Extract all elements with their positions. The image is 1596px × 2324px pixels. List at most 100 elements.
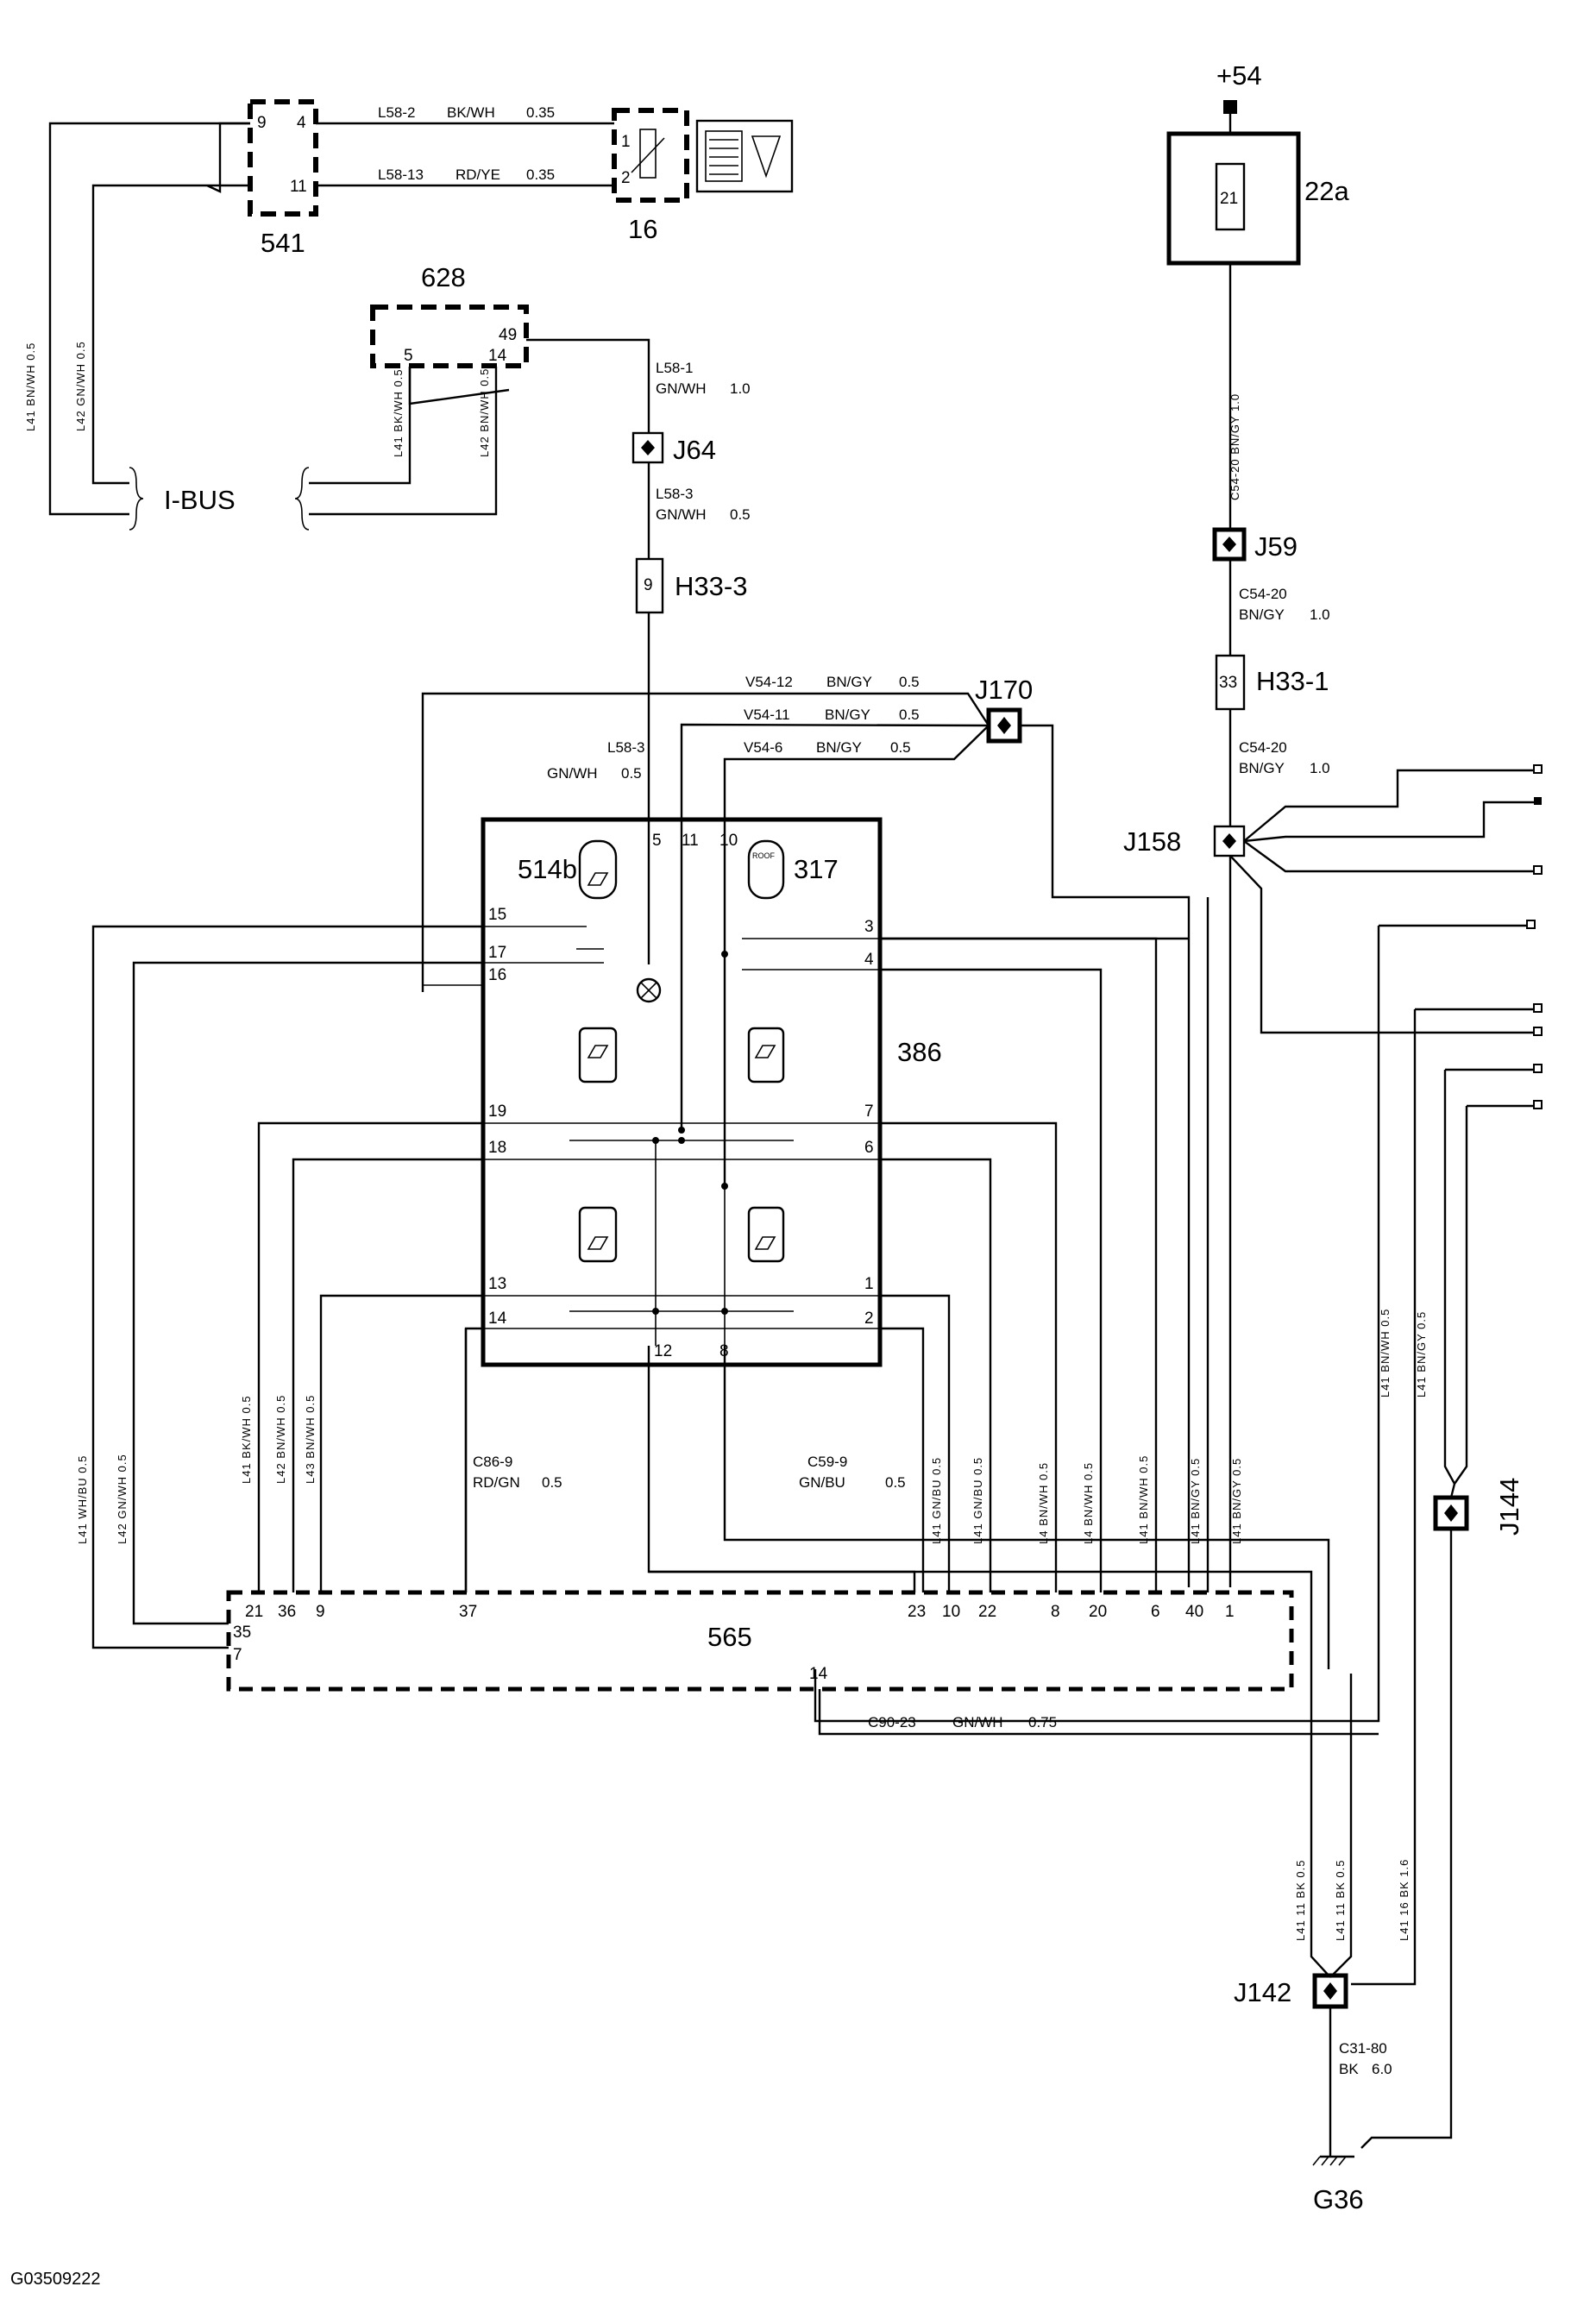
connector-h33-3: 9 H33-3 xyxy=(635,557,747,614)
label-628: 628 xyxy=(421,262,466,292)
switch-317: ROOF 317 xyxy=(747,839,839,900)
junction-j144: J144 xyxy=(1433,1478,1524,1536)
svg-text:35: 35 xyxy=(233,1624,251,1642)
wire-l58-2-color: BK/WH xyxy=(447,104,495,121)
svg-text:L41 GN/BU 0.5: L41 GN/BU 0.5 xyxy=(930,1457,943,1544)
svg-text:J170: J170 xyxy=(975,675,1033,705)
svg-text:514b: 514b xyxy=(518,854,577,884)
figure-id: G03509222 xyxy=(10,2270,101,2289)
svg-text:L41 11 BK 0.5: L41 11 BK 0.5 xyxy=(1334,1860,1347,1941)
svg-text:BK: BK xyxy=(1339,2061,1359,2077)
svg-text:7: 7 xyxy=(233,1646,242,1664)
svg-text:4: 4 xyxy=(297,114,306,132)
svg-text:RD/GN: RD/GN xyxy=(473,1474,520,1491)
junction-j142: J142 xyxy=(1234,1973,1348,2009)
svg-text:1.0: 1.0 xyxy=(1310,606,1330,623)
svg-text:V54-12: V54-12 xyxy=(745,674,793,690)
svg-text:L41 WH/BU 0.5: L41 WH/BU 0.5 xyxy=(76,1455,89,1544)
switch-514b: 514b xyxy=(518,839,618,900)
svg-text:1.0: 1.0 xyxy=(730,380,751,397)
svg-text:J64: J64 xyxy=(673,435,716,465)
svg-text:C90-23: C90-23 xyxy=(868,1714,916,1730)
switch-window-1 xyxy=(578,1027,618,1083)
svg-text:L41 BN/GY 0.5: L41 BN/GY 0.5 xyxy=(1189,1458,1202,1544)
svg-text:GN/WH: GN/WH xyxy=(547,765,598,782)
svg-text:L58-1: L58-1 xyxy=(656,360,693,376)
wire-l58-13-size: 0.35 xyxy=(526,166,555,183)
svg-text:C86-9: C86-9 xyxy=(473,1454,512,1470)
svg-text:C54-20 BN/GY 1.0: C54-20 BN/GY 1.0 xyxy=(1228,393,1241,500)
svg-text:5: 5 xyxy=(404,347,413,365)
svg-text:2: 2 xyxy=(621,169,631,187)
svg-text:11: 11 xyxy=(290,178,307,196)
svg-text:BN/GY: BN/GY xyxy=(825,707,870,723)
svg-text:2: 2 xyxy=(864,1310,874,1328)
switch-window-2 xyxy=(747,1027,785,1083)
wire-l58-13-color: RD/YE xyxy=(456,166,500,183)
svg-text:H33-1: H33-1 xyxy=(1256,666,1329,696)
svg-text:16: 16 xyxy=(488,966,506,984)
svg-text:1.0: 1.0 xyxy=(1310,760,1330,776)
svg-text:12: 12 xyxy=(654,1342,672,1360)
svg-text:0.5: 0.5 xyxy=(890,739,911,756)
svg-text:17: 17 xyxy=(488,944,506,962)
svg-text:0.5: 0.5 xyxy=(899,707,920,723)
svg-text:9: 9 xyxy=(257,114,267,132)
svg-text:5: 5 xyxy=(652,832,662,850)
switch-window-4 xyxy=(747,1206,785,1263)
svg-text:C31-80: C31-80 xyxy=(1339,2040,1387,2057)
svg-text:J158: J158 xyxy=(1123,826,1181,857)
svg-text:0.75: 0.75 xyxy=(1028,1714,1057,1730)
svg-text:L41 BN/WH 0.5: L41 BN/WH 0.5 xyxy=(24,342,37,431)
i-bus-label: I-BUS xyxy=(164,485,236,515)
component-22a: 21 22a xyxy=(1166,131,1349,266)
svg-text:14: 14 xyxy=(488,1310,507,1328)
svg-text:7: 7 xyxy=(864,1102,874,1121)
svg-text:L41 GN/BU 0.5: L41 GN/BU 0.5 xyxy=(971,1457,984,1544)
label-541: 541 xyxy=(261,228,305,258)
svg-text:10: 10 xyxy=(719,832,738,850)
svg-text:L41 BN/WH 0.5: L41 BN/WH 0.5 xyxy=(1379,1309,1392,1398)
svg-text:14: 14 xyxy=(809,1665,828,1683)
svg-text:22a: 22a xyxy=(1304,176,1349,206)
svg-text:40: 40 xyxy=(1185,1603,1203,1621)
svg-text:21: 21 xyxy=(245,1603,263,1621)
svg-text:20: 20 xyxy=(1089,1603,1107,1621)
svg-text:21: 21 xyxy=(1220,190,1238,208)
switch-window-3 xyxy=(578,1206,618,1263)
svg-text:C59-9: C59-9 xyxy=(807,1454,847,1470)
connector-h33-1: 33 H33-1 xyxy=(1215,654,1329,711)
svg-text:GN/WH: GN/WH xyxy=(656,380,707,397)
svg-text:9: 9 xyxy=(644,576,653,594)
svg-text:36: 36 xyxy=(278,1603,296,1621)
svg-text:L41 BN/GY 0.5: L41 BN/GY 0.5 xyxy=(1230,1458,1243,1544)
svg-text:10: 10 xyxy=(942,1603,960,1621)
svg-text:L41 11 BK 0.5: L41 11 BK 0.5 xyxy=(1294,1860,1307,1941)
svg-text:BN/GY: BN/GY xyxy=(1239,760,1285,776)
svg-text:11: 11 xyxy=(682,832,699,850)
wire-l58-2-id: L58-2 xyxy=(378,104,415,121)
svg-text:22: 22 xyxy=(978,1603,996,1621)
svg-text:J59: J59 xyxy=(1254,531,1298,562)
svg-text:8: 8 xyxy=(1051,1603,1060,1621)
svg-text:L41 BK/WH 0.5: L41 BK/WH 0.5 xyxy=(392,368,405,457)
svg-text:L43 BN/WH 0.5: L43 BN/WH 0.5 xyxy=(304,1395,317,1484)
svg-text:6: 6 xyxy=(1151,1603,1160,1621)
svg-text:0.5: 0.5 xyxy=(885,1474,906,1491)
svg-text:H33-3: H33-3 xyxy=(675,571,747,601)
component-386: 386 5 11 10 15 17 16 19 18 13 14 3 4 7 6… xyxy=(481,817,942,1367)
svg-text:3: 3 xyxy=(864,918,874,936)
svg-text:0.5: 0.5 xyxy=(730,506,751,523)
svg-text:GN/WH: GN/WH xyxy=(656,506,707,523)
component-628: 628 49 5 14 xyxy=(370,262,529,368)
svg-text:L42 BN/WH 0.5: L42 BN/WH 0.5 xyxy=(274,1395,287,1484)
svg-text:J142: J142 xyxy=(1234,1977,1291,2007)
svg-text:L41 16 BK 1.6: L41 16 BK 1.6 xyxy=(1398,1859,1411,1941)
svg-text:L58-3: L58-3 xyxy=(656,486,693,502)
component-565: 565 21 36 9 37 23 10 22 8 20 6 40 1 35 7… xyxy=(226,1590,1294,1692)
svg-text:L41 BN/GY 0.5: L41 BN/GY 0.5 xyxy=(1415,1311,1428,1398)
svg-text:L4 BN/WH 0.5: L4 BN/WH 0.5 xyxy=(1037,1462,1050,1544)
svg-text:L4 BN/WH 0.5: L4 BN/WH 0.5 xyxy=(1082,1462,1095,1544)
svg-text:0.5: 0.5 xyxy=(899,674,920,690)
